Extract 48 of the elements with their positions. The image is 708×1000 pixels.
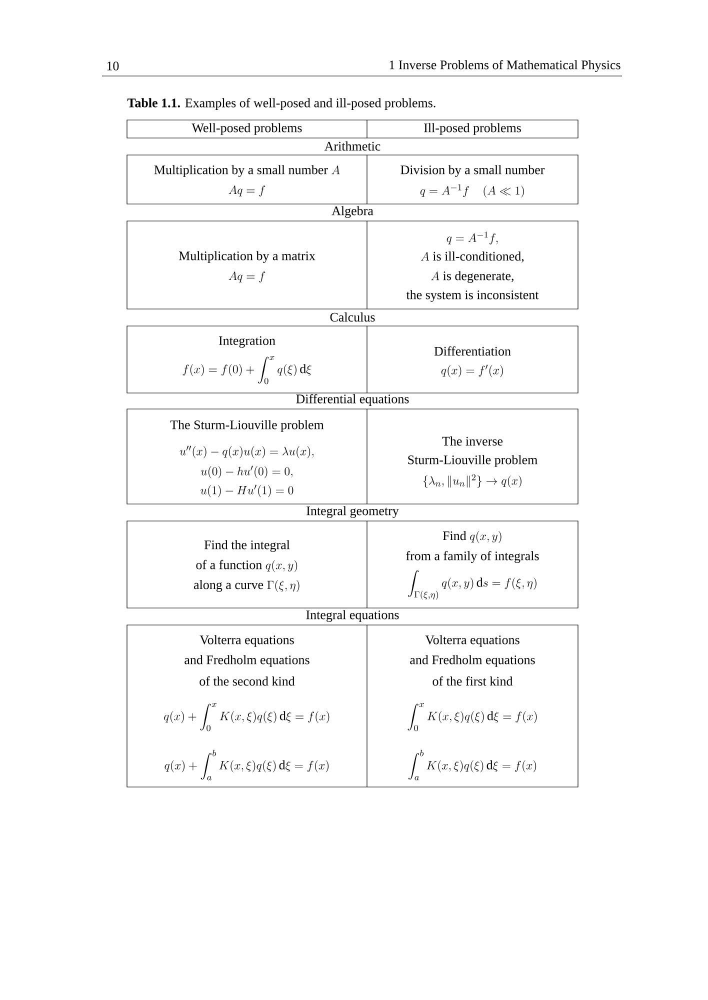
table-caption: Table 1.1. Examples of well-posed and ill-posed problems. (127, 98, 436, 110)
section-heading: Integral equations (306, 610, 399, 622)
formula: $\int_{\Gamma(\xi,\eta)} q(x,y)\,\mathrm{d}s = f(\xi,\eta)$ (408, 570, 536, 600)
formula: $q = A^{-1}f,$ (446, 232, 498, 244)
column-header: Well-posed problems (192, 123, 302, 135)
cell-text: $\text{along a curve }\Gamma(\xi,\eta)$ (194, 580, 300, 592)
formula: $q = A^{-1}f\quad (A \ll 1)$ (420, 184, 524, 198)
running-head: 1 Inverse Problems of Mathematical Physics (390, 60, 620, 72)
section-heading: Differential equations (296, 394, 409, 406)
formula: $Aq = f$ (228, 271, 266, 282)
formula: $u(1) - Hu'(1) = 0$ (200, 484, 294, 498)
cell-text: from a family of integrals (406, 551, 539, 563)
cell-text: Division by a small number (400, 165, 545, 177)
cell-text: $\text{Multiplication by a small number }A$ (154, 165, 340, 177)
cell-text: The inverse (442, 436, 503, 446)
formula: $\int_a^b K(x,\xi)q(\xi)\,\mathrm{d}\xi = f(x)$ (408, 750, 536, 780)
section-heading: Integral geometry (306, 506, 399, 518)
cell-text: of the first kind (432, 676, 513, 686)
section-heading: Calculus (330, 312, 375, 322)
section-heading: Arithmetic (324, 141, 380, 151)
formula: $q(x) + \int_0^x K(x,\xi)q(\xi)\,\mathrm{d}\xi = f(x)$ (164, 702, 330, 732)
cell-text: and Fredholm equations (184, 655, 310, 667)
cell-text: Integration (218, 336, 276, 348)
formula: $f(x) = f(0) + \int_0^x q(\xi)\,\mathrm{d}\xi$ (182, 356, 312, 384)
cell-text: and Fredholm equations (410, 655, 535, 667)
section-heading: Algebra (332, 206, 374, 218)
cell-text: Volterra equations (425, 635, 520, 647)
cell-text: Find the integral (204, 540, 290, 552)
formula: $u(0) - hu'(0) = 0,$ (200, 466, 292, 478)
page-number: 10 (107, 62, 119, 70)
column-header: Ill-posed problems (424, 123, 521, 135)
formula: $\{\lambda_n, \|u_n\|^2\} \to q(x)$ (423, 474, 522, 488)
cell-text: The Sturm-Liouville problem (170, 420, 324, 432)
formula: $Aq = f$ (228, 185, 266, 196)
cell-text: Differentiation (434, 346, 511, 356)
formula: $q(x) + \int_a^b K(x,\xi)q(\xi)\,\mathrm{d}\xi = f(x)$ (164, 750, 329, 780)
cell-text: of the second kind (200, 676, 295, 686)
cell-text: $\text{of a function }q(x,y)$ (196, 560, 298, 572)
cell-text: $\text{Find }q(x,y)$ (442, 531, 502, 544)
cell-text: the system is inconsistent (406, 290, 539, 302)
cell-text: Multiplication by a matrix (178, 251, 316, 263)
cell-text: $A\text{ is ill-conditioned,}$ (421, 252, 524, 263)
cell-text: Sturm-Liouville problem (408, 455, 538, 467)
formula: $u''(x) - q(x)u(x) = \lambda u(x),$ (180, 446, 314, 458)
cell-text: $A\text{ is degenerate,}$ (431, 271, 514, 283)
cell-text: Volterra equations (200, 635, 294, 647)
formula: $\int_0^x K(x,\xi)q(\xi)\,\mathrm{d}\xi = f(x)$ (408, 702, 537, 732)
formula: $q(x) = f'(x)$ (441, 364, 503, 378)
